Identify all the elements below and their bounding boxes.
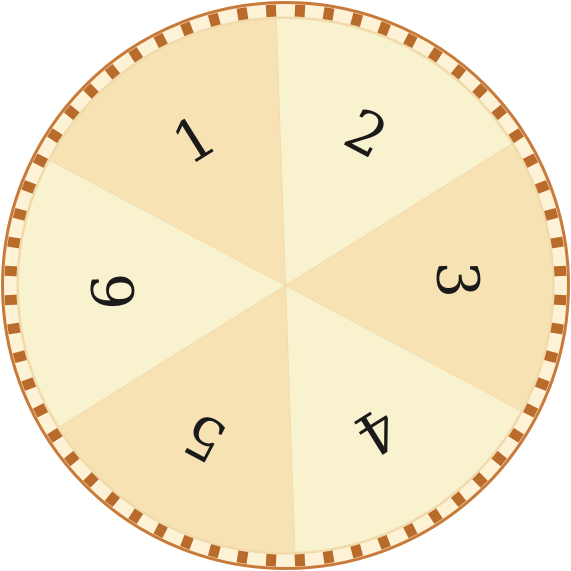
rim-tick [427, 508, 443, 524]
segment-label-6: 6 [79, 272, 148, 311]
rim-tick [207, 544, 221, 559]
rim-tick [236, 550, 249, 564]
rim-tick [544, 350, 559, 364]
rim-tick [544, 207, 559, 221]
rim-tick [522, 403, 539, 418]
rim-tick [32, 403, 49, 418]
rim-tick [294, 553, 306, 567]
wheel-segment-6[interactable] [18, 159, 287, 428]
rim-tick [508, 427, 524, 443]
rim-tick [7, 236, 21, 249]
rim-tick [508, 128, 524, 144]
rim-tick [427, 47, 443, 63]
rim-tick [4, 294, 18, 306]
rim-tick [403, 32, 418, 49]
rim-tick [12, 207, 27, 221]
rim-tick [553, 265, 567, 277]
rim-tick [403, 522, 418, 539]
rim-tick [534, 180, 550, 194]
rim-tick [522, 153, 539, 168]
rim-tick [153, 32, 168, 49]
rim-tick [322, 550, 335, 564]
rim-tick [83, 83, 99, 99]
rim-tick [322, 7, 335, 21]
wheel-segment-4[interactable] [284, 284, 522, 553]
rim-tick [265, 553, 277, 567]
rim-ticks [4, 4, 567, 567]
rim-tick [550, 236, 564, 249]
rim-tick [294, 4, 306, 18]
rim-tick [21, 180, 37, 194]
rim-tick [236, 7, 249, 21]
rim-tick [128, 508, 144, 524]
wheel-segment-5[interactable] [58, 284, 296, 553]
wheel-segment-2[interactable] [275, 18, 513, 287]
rim-tick [47, 128, 63, 144]
wheel-segment-3[interactable] [284, 143, 553, 412]
rim-tick [153, 522, 168, 539]
rim-tick [12, 350, 27, 364]
rim-tick [550, 322, 564, 335]
rim-tick [450, 63, 467, 80]
rim-tick [63, 104, 80, 121]
rim-tick [350, 544, 364, 559]
rim-tick [180, 21, 194, 37]
rim-tick [4, 265, 18, 277]
wheel-segment-1[interactable] [49, 18, 287, 287]
rim-tick [21, 377, 37, 391]
wheel-segments [18, 18, 553, 553]
rim-tick [207, 12, 221, 27]
rim-tick [377, 21, 391, 37]
rim-tick [104, 63, 121, 80]
rim-tick [553, 294, 567, 306]
rim-tick [450, 491, 467, 508]
rim-tick [7, 322, 21, 335]
rim-tick [83, 472, 99, 488]
rim-inner-line [16, 16, 555, 555]
rim-tick [180, 534, 194, 550]
rim-tick [265, 4, 277, 18]
rim-tick [534, 377, 550, 391]
rim-tick [491, 104, 508, 121]
rim-tick [491, 450, 508, 467]
rim-tick [32, 153, 49, 168]
rim-tick [104, 491, 121, 508]
rim-tick [128, 47, 144, 63]
rim-tick [472, 472, 488, 488]
rim-tick [377, 534, 391, 550]
wheel-center [283, 283, 288, 288]
rim-tick [350, 12, 364, 27]
rim-tick [472, 83, 488, 99]
rim-tick [47, 427, 63, 443]
rim-tick [63, 450, 80, 467]
segment-label-3: 3 [423, 260, 492, 299]
